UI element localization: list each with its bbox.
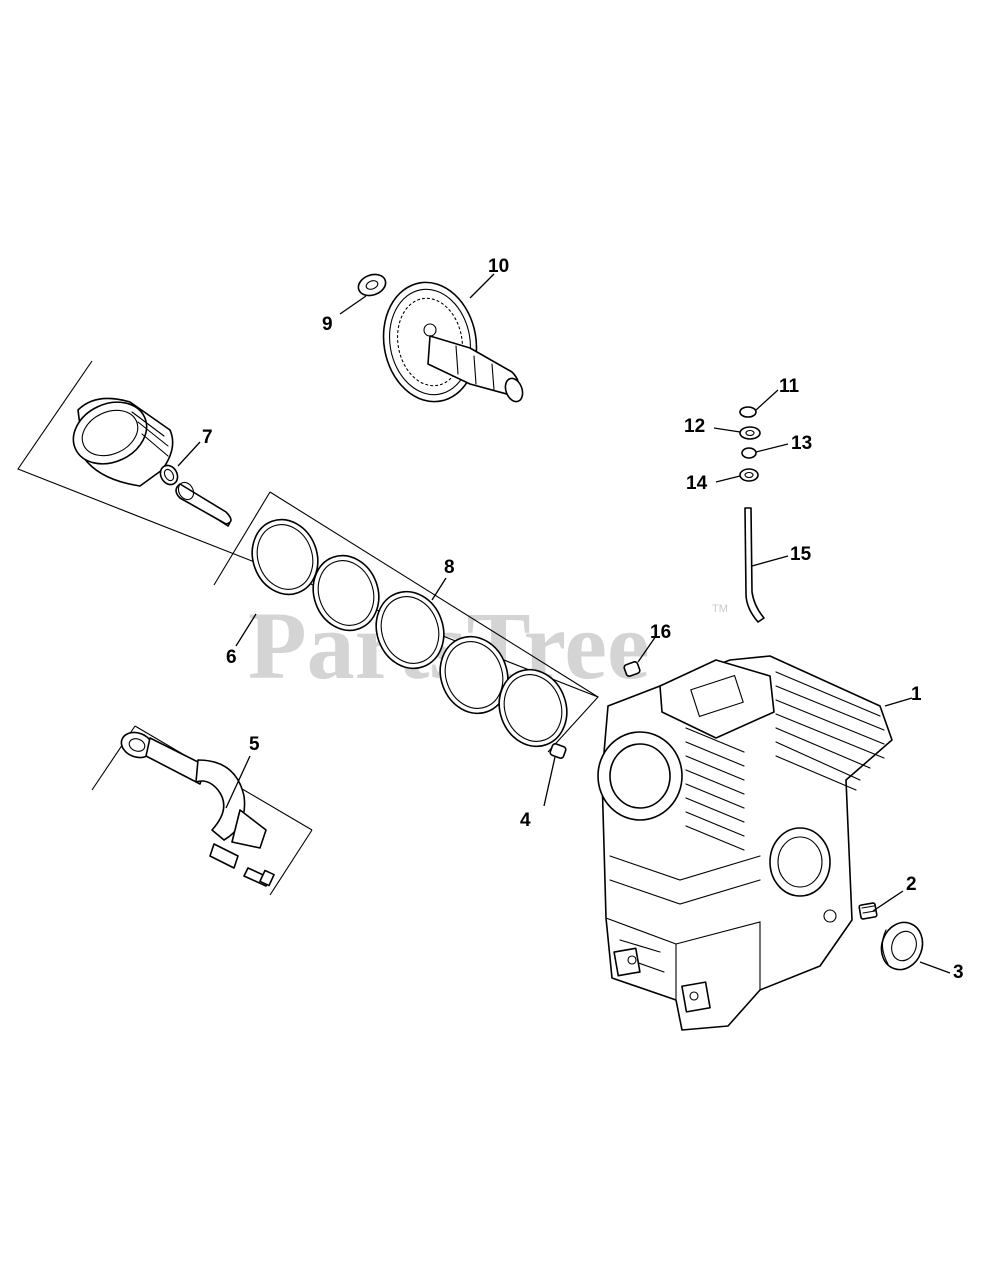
callout-5[interactable]: 5 (249, 734, 260, 755)
leader-lines (177, 273, 951, 974)
valve-part-13 (741, 447, 757, 459)
piston-ring[interactable] (303, 546, 389, 639)
callout-2[interactable]: 2 (906, 874, 917, 895)
callout-11[interactable]: 11 (779, 376, 800, 397)
crankcase[interactable] (597, 655, 893, 1031)
callout-15[interactable]: 15 (790, 544, 812, 565)
camshaft[interactable] (374, 275, 525, 409)
callout-8[interactable]: 8 (444, 557, 455, 578)
callout-1[interactable]: 1 (911, 684, 922, 705)
callouts: 1 2 3 4 5 6 7 8 9 10 11 12 13 14 15 16 (202, 256, 964, 983)
callout-16[interactable]: 16 (650, 622, 671, 643)
drain-plug[interactable] (858, 902, 878, 920)
callout-3[interactable]: 3 (953, 962, 964, 983)
valve-part-14 (739, 468, 759, 482)
piston-ring[interactable] (489, 660, 578, 756)
callout-12[interactable]: 12 (684, 416, 705, 437)
oil-seal[interactable] (875, 917, 929, 976)
piston-ring[interactable] (242, 510, 328, 603)
piston-ring[interactable] (430, 627, 519, 723)
valve-part-11 (739, 406, 757, 418)
piston-pin[interactable] (175, 480, 232, 527)
piston[interactable] (63, 391, 174, 487)
valve-parts[interactable] (739, 406, 761, 482)
callout-14[interactable]: 14 (686, 473, 708, 494)
piston-rings[interactable] (242, 510, 577, 756)
piston-ring[interactable] (366, 582, 455, 678)
callout-13[interactable]: 13 (791, 433, 812, 454)
valve-part-12 (739, 426, 761, 440)
rod-bolt[interactable] (243, 867, 275, 887)
connecting-rod[interactable] (118, 728, 267, 869)
callout-10[interactable]: 10 (488, 256, 509, 277)
dipstick-tube[interactable] (744, 507, 765, 623)
pin-retainer[interactable] (157, 462, 181, 487)
callout-9[interactable]: 9 (322, 314, 333, 335)
callout-6[interactable]: 6 (226, 647, 237, 668)
watermark-trademark: TM (712, 603, 728, 615)
callout-7[interactable]: 7 (202, 427, 213, 448)
cam-washer[interactable] (355, 271, 388, 299)
callout-4[interactable]: 4 (520, 810, 531, 831)
dowel-pin-16[interactable] (623, 661, 641, 677)
dowel-pin-4[interactable] (549, 743, 567, 759)
